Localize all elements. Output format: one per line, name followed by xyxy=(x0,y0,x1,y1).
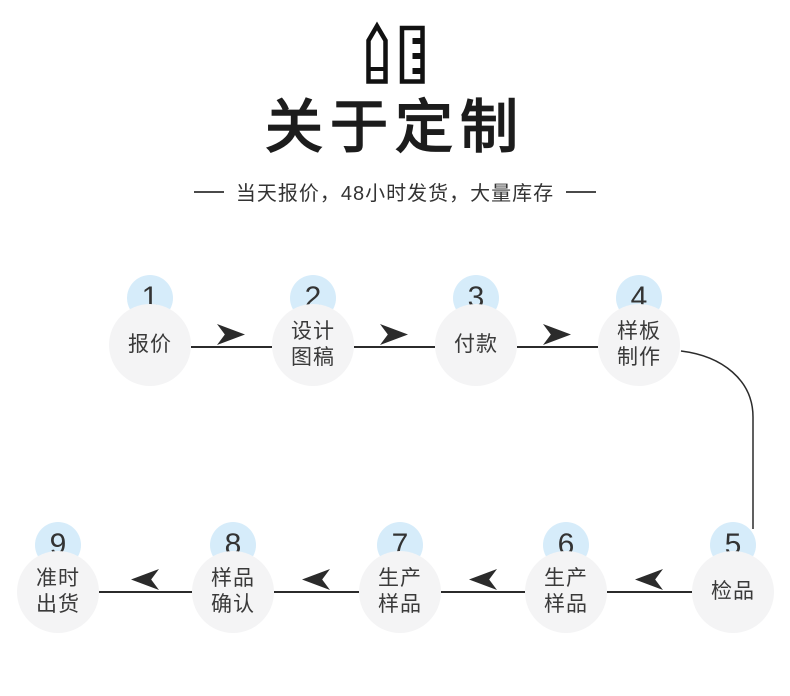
subtitle: 当天报价，48小时发货，大量库存 xyxy=(0,177,790,206)
arrow-line-5-6 xyxy=(607,591,692,593)
arrow-line-1-2 xyxy=(191,346,272,348)
step-3-bubble: 付款 xyxy=(435,304,517,386)
step-9-label: 准时 出货 xyxy=(36,567,80,616)
arrowhead-left-icon xyxy=(302,569,330,590)
arrow-line-2-3 xyxy=(354,346,435,348)
step-4-label: 样板 制作 xyxy=(617,320,661,369)
arrowhead-right-icon xyxy=(380,324,408,345)
arrow-line-7-8 xyxy=(274,591,359,593)
arrow-line-8-9 xyxy=(99,591,192,593)
step-2-label: 设计 图稿 xyxy=(291,320,335,369)
step-1-label: 报价 xyxy=(128,333,172,356)
step-2-bubble: 设计 图稿 xyxy=(272,304,354,386)
subtitle-dash-right xyxy=(566,190,597,193)
step-3-label: 付款 xyxy=(454,333,498,356)
subtitle-dash-left xyxy=(193,190,224,193)
arrowhead-left-icon xyxy=(131,569,159,590)
step-8-bubble: 样品 确认 xyxy=(192,551,274,633)
arrowhead-right-icon xyxy=(217,324,245,345)
arrow-line-3-4 xyxy=(517,346,598,348)
step-7-label: 生产 样品 xyxy=(378,567,422,616)
step-6-label: 生产 样品 xyxy=(544,567,588,616)
step-4-bubble: 样板 制作 xyxy=(598,304,680,386)
step-9-bubble: 准时 出货 xyxy=(17,551,99,633)
arrowhead-right-icon xyxy=(543,324,571,345)
step-5-label: 检品 xyxy=(711,580,755,603)
pencil-ruler-icon xyxy=(365,21,426,89)
page-title: 关于定制 xyxy=(264,95,525,160)
arrowhead-left-icon xyxy=(635,569,663,590)
step-7-bubble: 生产 样品 xyxy=(359,551,441,633)
arrowhead-left-icon xyxy=(469,569,497,590)
step-1-bubble: 报价 xyxy=(109,304,191,386)
step-8-label: 样品 确认 xyxy=(211,567,255,616)
subtitle-text: 当天报价，48小时发货，大量库存 xyxy=(235,183,555,205)
step-6-bubble: 生产 样品 xyxy=(525,551,607,633)
step-5-bubble: 检品 xyxy=(692,551,774,633)
arrow-line-6-7 xyxy=(441,591,525,593)
